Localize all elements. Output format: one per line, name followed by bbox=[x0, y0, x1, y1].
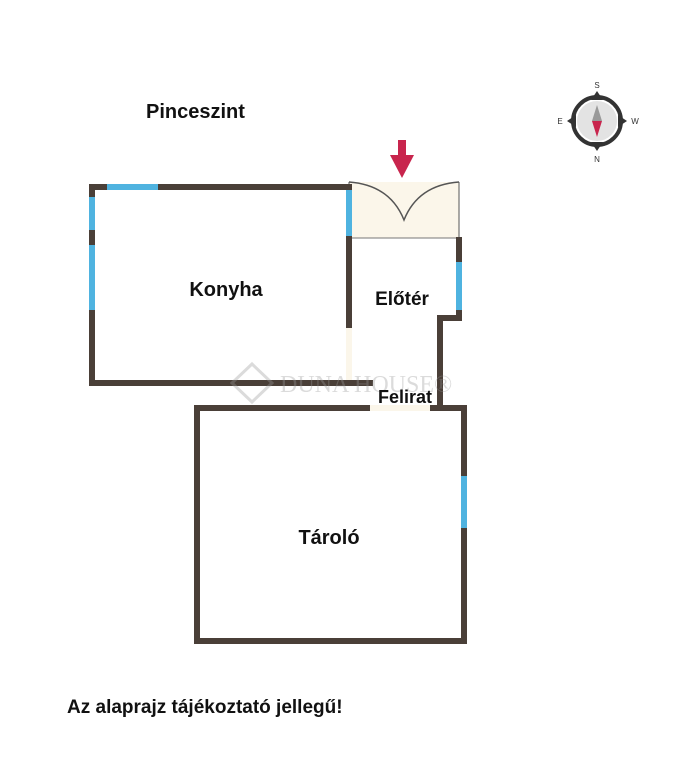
compass-left: E bbox=[557, 117, 562, 126]
storage-door bbox=[370, 405, 430, 411]
windows bbox=[89, 184, 467, 528]
kitchen-door bbox=[346, 328, 352, 380]
compass-icon: S N E W bbox=[557, 81, 639, 164]
svg-text:DUNA HOUSE®: DUNA HOUSE® bbox=[280, 372, 452, 398]
walls bbox=[89, 184, 467, 644]
watermark-logo: DUNA HOUSE® bbox=[229, 361, 452, 405]
floor-title: Pinceszint bbox=[146, 101, 245, 123]
compass-bottom: N bbox=[594, 155, 600, 164]
compass-right: W bbox=[631, 117, 639, 126]
room-label-hall: Előtér bbox=[375, 289, 429, 310]
entrance-arrow-icon bbox=[390, 140, 414, 178]
compass-top: S bbox=[594, 81, 599, 90]
disclaimer: Az alaprajz tájékoztató jellegű! bbox=[67, 697, 343, 718]
entrance-door bbox=[348, 181, 460, 239]
caption-label: Felirat bbox=[378, 387, 432, 407]
room-label-storage: Tároló bbox=[298, 527, 359, 549]
room-label-kitchen: Konyha bbox=[189, 279, 263, 301]
